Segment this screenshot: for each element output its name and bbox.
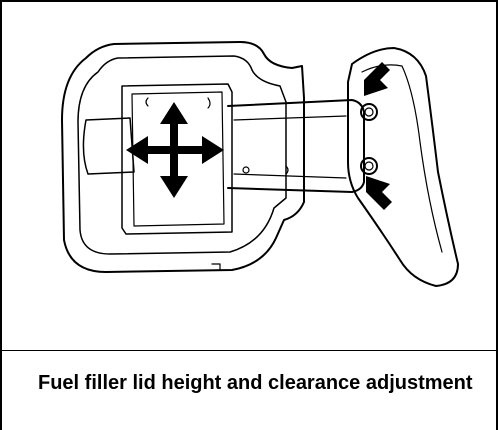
bolt-lower-inner	[364, 161, 374, 171]
hinge-arm-rib	[233, 115, 347, 179]
bottom-tab	[211, 263, 221, 271]
arm-hole	[242, 166, 250, 174]
lid-inner-outline	[77, 55, 287, 255]
lid-frame-opening	[121, 83, 233, 235]
fuel-filler-lid-diagram	[61, 41, 459, 287]
lid-frame-inner	[131, 91, 225, 227]
bolt-lower	[360, 157, 378, 175]
left-tab	[82, 117, 135, 175]
diagram-area	[2, 2, 496, 351]
body-panel-edge	[361, 64, 443, 253]
figure-caption: Fuel filler lid height and clearance adj…	[38, 372, 473, 394]
pointer-arrow-icon	[364, 62, 392, 210]
move-cross-arrows-icon	[126, 102, 224, 198]
bolt-upper	[360, 103, 378, 121]
body-panel	[347, 47, 459, 287]
arm-clip	[285, 165, 289, 175]
frame-clip	[145, 97, 211, 109]
lid-outer-outline	[61, 41, 305, 273]
bolt-upper-inner	[364, 107, 374, 117]
hinge-arm	[227, 99, 365, 193]
